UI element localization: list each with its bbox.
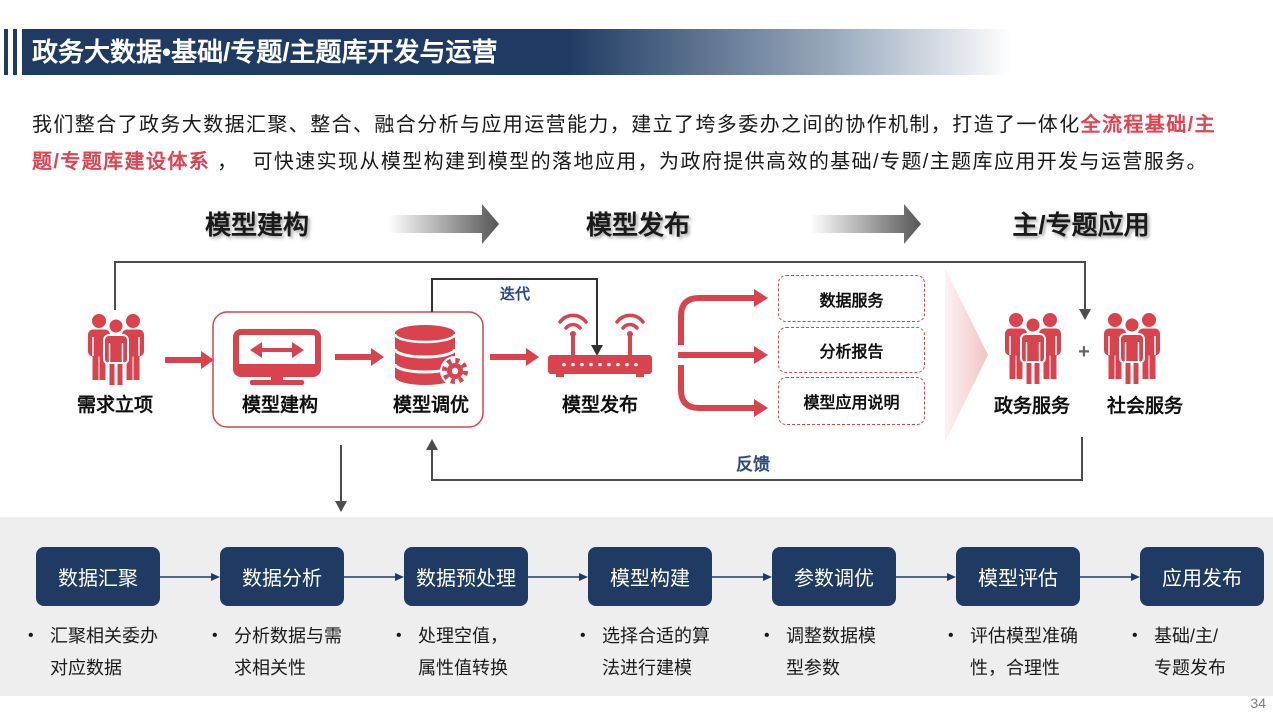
output-box-data-service: 数据服务 — [778, 275, 925, 322]
people-group-icon — [87, 313, 145, 387]
bullet-glyph: • — [212, 627, 218, 644]
step-description-line: 属性值转换 — [418, 658, 508, 678]
process-flow: 数据汇聚 • 汇聚相关委办 对应数据 数据分析 • 分析数据与需 求相关性 数据… — [28, 547, 1264, 684]
process-band — [0, 517, 1273, 696]
title-bar — [22, 29, 1012, 75]
database-gear-icon — [393, 325, 470, 386]
iterate-label: 迭代 — [499, 286, 530, 303]
output-box-model-guide: 模型应用说明 — [778, 377, 925, 425]
step-description: • 分析数据与需 求相关性 — [212, 620, 344, 684]
process-step-model-building: 模型构建 • 选择合适的算 法进行建模 — [580, 547, 712, 684]
stage-arrow-2 — [810, 204, 921, 244]
step-description: • 评估模型准确 性，合理性 — [948, 620, 1080, 684]
down-arrow — [335, 445, 347, 512]
process-step-data-analysis: 数据分析 • 分析数据与需 求相关性 — [212, 547, 344, 684]
step-box: 参数调优 — [772, 547, 896, 606]
title-accent-bar — [4, 29, 8, 75]
demand-label: 需求立项 — [76, 395, 153, 416]
intro-highlight: 全流程基础/主 — [1080, 114, 1216, 136]
stage-heading-publish: 模型发布 — [585, 210, 690, 240]
step-box: 模型构建 — [588, 547, 712, 606]
intro-text: 我们整合了政务大数据汇聚、整合、融合分析与应用运营能力，建立了垮多委办之间的协作… — [32, 114, 1081, 136]
red-arrow — [335, 348, 384, 366]
process-step-parameter-tuning: 参数调优 • 调整数据模 型参数 — [764, 547, 896, 684]
build-tune-frame — [212, 311, 484, 428]
step-description-line: 对应数据 — [50, 658, 122, 678]
stage-arrow-1 — [388, 204, 499, 244]
red-arrow — [490, 348, 539, 366]
step-box: 数据预处理 — [404, 547, 528, 606]
top-connector — [114, 261, 1091, 320]
step-description-line: 求相关性 — [234, 658, 306, 678]
feedback-label: 反馈 — [736, 455, 770, 474]
step-description-line: 性，合理性 — [970, 658, 1060, 678]
tune-label: 模型调优 — [392, 395, 469, 416]
step-box: 数据分析 — [220, 547, 344, 606]
branch-arrow-bottom — [678, 365, 768, 417]
process-step-model-evaluation: 模型评估 • 评估模型准确 性，合理性 — [948, 547, 1080, 684]
intro-text: ， 可快速实现从模型构建到模型的落地应用，为政府提供高效的基础/专题/主题库应用… — [210, 151, 1208, 173]
page-number: 34 — [1250, 695, 1266, 711]
step-description-line: 专题发布 — [1154, 658, 1226, 678]
step-description: • 调整数据模 型参数 — [764, 620, 896, 684]
red-arrow — [165, 351, 214, 369]
step-description-line: 基础/主/ — [1154, 626, 1219, 646]
intro-line-2: 题/专题库建设体系 ， 可快速实现从模型构建到模型的落地应用，为政府提供高效的基… — [32, 144, 1216, 181]
step-description-line: 选择合适的算 — [602, 626, 710, 646]
branch-arrow-top — [678, 289, 768, 345]
social-service-label: 社会服务 — [1106, 396, 1183, 417]
process-connectors — [160, 573, 1140, 581]
step-description: • 处理空值， 属性值转换 — [396, 620, 528, 684]
people-group-icon — [1004, 312, 1062, 386]
feedback-loop — [426, 437, 1083, 481]
chevron-shape — [945, 268, 988, 442]
process-step-data-preprocessing: 数据预处理 • 处理空值， 属性值转换 — [396, 547, 528, 684]
step-box: 模型评估 — [956, 547, 1080, 606]
step-description-line: 评估模型准确 — [970, 626, 1078, 646]
step-description: • 基础/主/ 专题发布 — [1132, 620, 1264, 684]
intro-highlight: 题/专题库建设体系 — [32, 151, 211, 173]
bullet-glyph: • — [580, 627, 586, 644]
bullet-glyph: • — [396, 627, 402, 644]
step-box: 数据汇聚 — [36, 547, 160, 606]
stage-heading-build: 模型建构 — [204, 210, 309, 240]
intro-paragraph: 我们整合了政务大数据汇聚、整合、融合分析与应用运营能力，建立了垮多委办之间的协作… — [32, 107, 1216, 181]
title-accent-bar — [13, 29, 17, 75]
page-title: 政务大数据•基础/专题/主题库开发与运营 — [32, 37, 498, 67]
output-box-analysis-report: 分析报告 — [778, 327, 925, 373]
intro-line-1: 我们整合了政务大数据汇聚、整合、融合分析与应用运营能力，建立了垮多委办之间的协作… — [32, 107, 1216, 144]
gov-service-label: 政务服务 — [993, 396, 1070, 417]
bullet-glyph: • — [1132, 627, 1138, 644]
bullet-glyph: • — [28, 627, 34, 644]
bullet-glyph: • — [948, 627, 954, 644]
step-description: • 汇聚相关委办 对应数据 — [28, 620, 160, 684]
monitor-icon — [233, 329, 321, 385]
step-description-line: 调整数据模 — [786, 626, 876, 646]
step-description-line: 汇聚相关委办 — [50, 626, 158, 646]
router-icon — [548, 313, 652, 377]
process-step-application-release: 应用发布 • 基础/主/ 专题发布 — [1132, 547, 1264, 684]
step-description-line: 处理空值， — [418, 626, 508, 646]
stage-heading-apply: 主/专题应用 — [1012, 210, 1150, 240]
bullet-glyph: • — [764, 627, 770, 644]
step-box: 应用发布 — [1140, 547, 1264, 606]
step-description: • 选择合适的算 法进行建模 — [580, 620, 712, 684]
step-description-line: 法进行建模 — [602, 658, 692, 678]
process-step-data-aggregation: 数据汇聚 • 汇聚相关委办 对应数据 — [28, 547, 160, 684]
publish-label: 模型发布 — [561, 395, 638, 416]
people-group-icon — [1103, 312, 1161, 386]
step-description-line: 型参数 — [786, 658, 840, 678]
build-label: 模型建构 — [241, 395, 318, 416]
branch-arrow-middle — [678, 346, 768, 364]
plus-sign: + — [1078, 341, 1090, 363]
step-description-line: 分析数据与需 — [234, 626, 342, 646]
iterate-loop — [431, 278, 603, 356]
